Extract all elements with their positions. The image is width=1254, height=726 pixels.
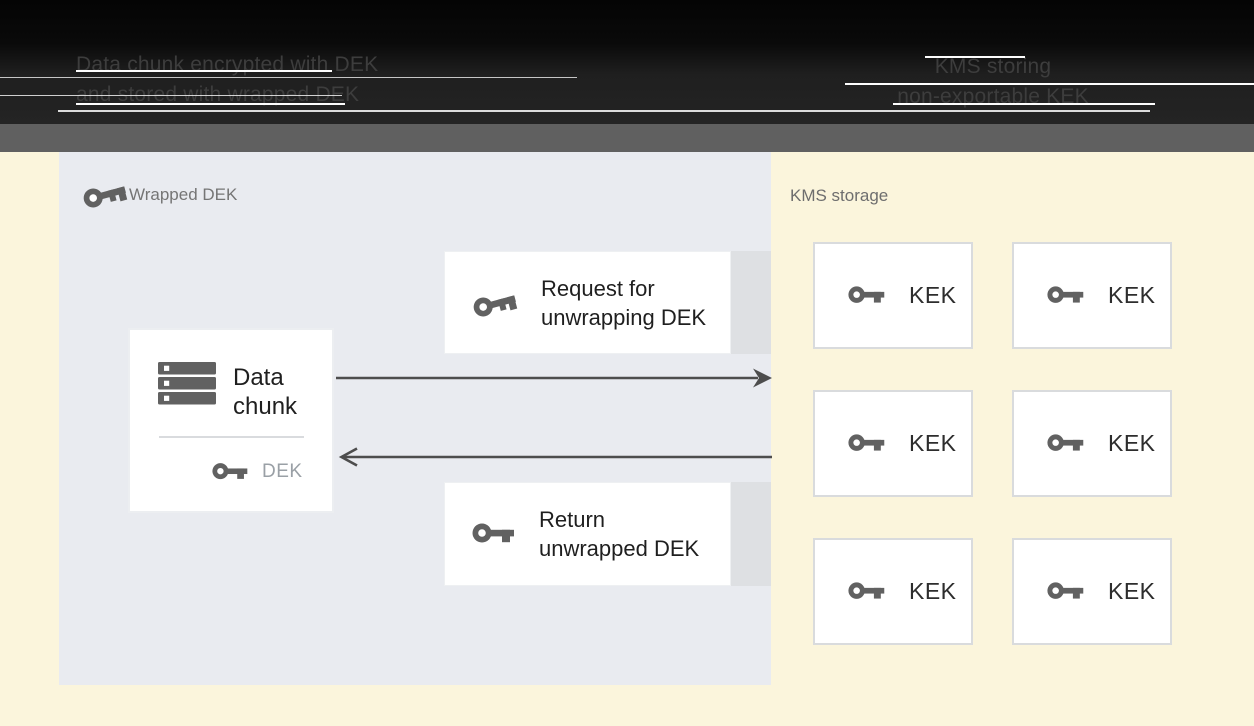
glitch-line [925, 56, 1025, 58]
key-icon [1047, 286, 1084, 303]
gray-divider-band [0, 124, 1254, 152]
glitch-line [893, 103, 1155, 105]
left-caption-line1: Data chunk encrypted with DEK [76, 53, 379, 76]
return-box-label: Return unwrapped DEK [539, 505, 699, 563]
request-unwrapping-dek-box: Request for unwrapping DEK [444, 251, 731, 354]
kek-label: KEK [1108, 578, 1156, 604]
kek-box: KEK [1012, 538, 1172, 645]
kek-label: KEK [1108, 430, 1156, 456]
glitch-line [0, 95, 342, 96]
kek-box: KEK [1012, 390, 1172, 497]
right-caption-line1: KMS storing [934, 55, 1052, 78]
glitch-line [76, 70, 332, 72]
return-arrow [338, 447, 772, 467]
right-caption: KMS storing non-exportable KEK [848, 52, 1138, 112]
glitch-line [0, 77, 577, 78]
key-icon [1047, 582, 1084, 599]
data-stack-icon [158, 362, 216, 405]
glitch-line [76, 103, 345, 105]
data-chunk-box: Data chunk DEK [128, 328, 334, 513]
kek-box: KEK [813, 390, 973, 497]
kek-label: KEK [909, 430, 957, 456]
data-chunk-label-line1: Data [233, 364, 284, 391]
glitch-line [58, 110, 1150, 112]
kek-label: KEK [909, 282, 957, 308]
return-box-shadow-strip [731, 482, 771, 586]
left-caption-line2: and stored with wrapped DEK [76, 83, 360, 106]
top-caption-band: Data chunk encrypted with DEK and stored… [0, 0, 1254, 124]
wrapped-dek-zone-label: Wrapped DEK [129, 185, 238, 204]
return-unwrapped-dek-box: Return unwrapped DEK [444, 482, 731, 586]
kek-label: KEK [909, 578, 957, 604]
key-icon [1047, 434, 1084, 451]
kek-box: KEK [813, 242, 973, 349]
data-chunk-label-line2: chunk [233, 393, 298, 420]
kms-storage-label: KMS storage [790, 186, 889, 205]
request-arrow [336, 368, 772, 388]
kek-box: KEK [813, 538, 973, 645]
left-caption: Data chunk encrypted with DEK and stored… [76, 50, 378, 110]
key-icon [848, 286, 885, 303]
right-caption-line2: non-exportable KEK [897, 85, 1089, 108]
glitch-line [845, 83, 1254, 85]
key-icon [472, 523, 514, 543]
key-icon [848, 582, 885, 599]
request-box-shadow-strip [731, 251, 771, 354]
key-icon [212, 463, 248, 480]
kek-box: KEK [1012, 242, 1172, 349]
key-icon [848, 434, 885, 451]
dek-label: DEK [262, 461, 303, 482]
return-box-line1: Return [539, 507, 606, 532]
key-icon [81, 180, 128, 211]
request-box-line1: Request for [541, 275, 655, 301]
kek-label: KEK [1108, 282, 1156, 308]
data-chunk-label: Data chunk [233, 363, 297, 421]
divider [159, 436, 304, 438]
request-box-line2: unwrapping DEK [541, 304, 707, 330]
request-box-label: Request for unwrapping DEK [541, 274, 706, 332]
return-box-line2: unwrapped DEK [539, 536, 700, 561]
key-icon [472, 288, 518, 319]
